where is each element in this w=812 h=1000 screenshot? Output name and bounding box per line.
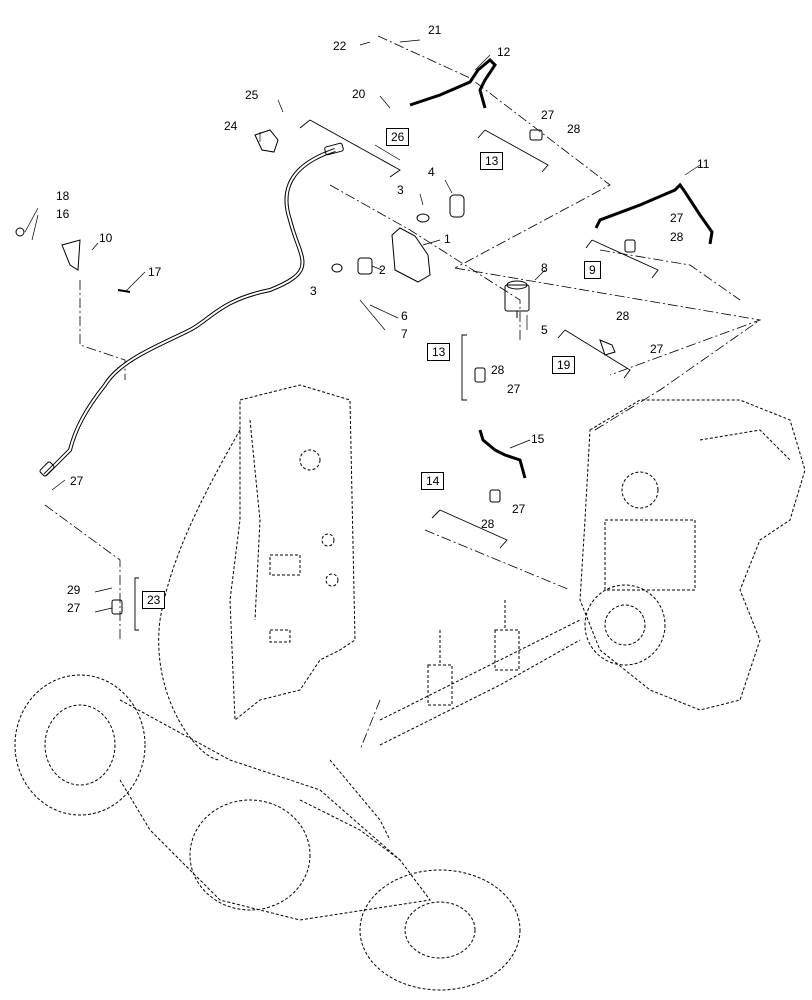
kit-callout-9: 9 (584, 261, 601, 279)
callout-28: 28 (481, 517, 495, 531)
callout-11: 11 (697, 157, 710, 171)
callout-1: 1 (444, 232, 451, 246)
kit-callout-26: 26 (386, 128, 410, 146)
callout-3: 3 (310, 284, 317, 298)
kit-callout-23: 23 (142, 591, 166, 609)
callout-20: 20 (352, 87, 366, 101)
callout-27: 27 (670, 211, 684, 225)
callout-5: 5 (541, 323, 548, 337)
axle-assembly (14, 674, 521, 991)
callout-18: 18 (56, 189, 70, 203)
tube-12 (409, 57, 497, 109)
callout-28: 28 (616, 309, 630, 323)
callout-17: 17 (148, 265, 162, 279)
tube-11 (594, 182, 714, 245)
assembly-centerlines (44, 35, 762, 751)
kit-callout-13: 13 (480, 152, 504, 170)
tube-15 (478, 429, 527, 479)
valve-5 (504, 280, 530, 318)
callout-28: 28 (491, 363, 505, 377)
callout-4: 4 (428, 165, 435, 179)
kit-callout-19: 19 (552, 356, 576, 374)
callout-27: 27 (541, 108, 555, 122)
callout-8: 8 (541, 261, 548, 275)
transmission (579, 399, 806, 711)
chassis-frame (158, 384, 356, 761)
callout-28: 28 (670, 230, 684, 244)
leader-lines (24, 39, 701, 613)
bracket-1 (391, 227, 431, 283)
callout-6: 6 (401, 309, 408, 323)
callout-2: 2 (379, 263, 386, 277)
kit-callout-14: 14 (421, 472, 445, 490)
callout-22: 22 (333, 39, 347, 53)
callout-27: 27 (650, 342, 664, 356)
flexible-hose (39, 142, 344, 477)
callout-3: 3 (397, 183, 404, 197)
callout-27: 27 (67, 601, 81, 615)
callout-16: 16 (56, 207, 70, 221)
callout-21: 21 (428, 23, 442, 37)
callout-7: 7 (401, 327, 408, 341)
callout-27: 27 (512, 502, 526, 516)
callout-29: 29 (67, 583, 81, 597)
callout-12: 12 (497, 45, 511, 59)
driveshaft (379, 600, 581, 746)
callout-27: 27 (70, 474, 84, 488)
callout-15: 15 (531, 432, 545, 446)
kit-brackets (134, 119, 659, 631)
fittings (15, 129, 636, 615)
kit-callout-13: 13 (427, 343, 451, 361)
callout-25: 25 (245, 88, 259, 102)
callout-28: 28 (567, 122, 581, 136)
callout-10: 10 (99, 231, 113, 245)
callout-24: 24 (224, 119, 238, 133)
callout-27: 27 (507, 382, 521, 396)
